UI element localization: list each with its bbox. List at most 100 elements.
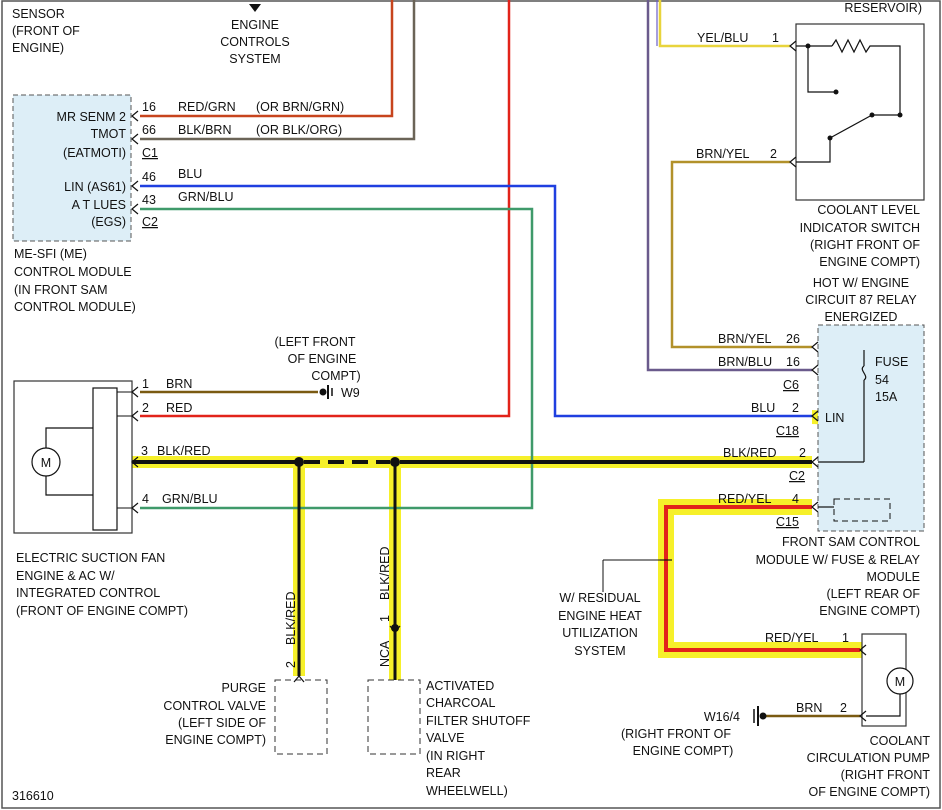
residual-2: ENGINE HEAT (558, 609, 642, 623)
w16-loc-2: ENGINE COMPT) (633, 744, 734, 758)
sam-wire: BLK/RED (723, 446, 777, 460)
wire-color-label: RED/GRN (178, 100, 236, 114)
wire-grn-blu (140, 207, 534, 510)
switch-wire-1: YEL/BLU (697, 31, 748, 45)
me-pin-label: (EGS) (91, 215, 126, 229)
fan-motor-letter: M (41, 456, 51, 470)
charcoal-wire-label: BLK/RED (378, 547, 392, 601)
fan-wire: BRN (166, 377, 192, 391)
purge-wire-label: BLK/RED (284, 592, 298, 646)
me-pin-label: A T LUES (72, 198, 126, 212)
sam-name-3: MODULE (867, 570, 920, 584)
pump-name-4: OF ENGINE COMPT) (808, 785, 930, 799)
splice-charcoal (390, 457, 400, 467)
w9-loc-3: COMPT) (311, 369, 360, 383)
sam-connector: C15 (776, 515, 799, 529)
lin-label: LIN (825, 411, 844, 425)
w9-loc-1: (LEFT FRONT (274, 335, 355, 349)
me-pin-num: 43 (142, 193, 156, 207)
pump-pin-2: 2 (840, 701, 847, 715)
diagram-id: 316610 (12, 789, 54, 803)
switch-name-2: INDICATOR SWITCH (800, 221, 920, 235)
pump-wire-1: RED/YEL (765, 631, 819, 645)
pump-pin-1: 1 (842, 631, 849, 645)
sensor-label-1: SENSOR (12, 7, 65, 21)
switch-name-1: COOLANT LEVEL (817, 203, 920, 217)
w16-loc-1: (RIGHT FRONT OF (621, 727, 731, 741)
sam-module-box (817, 324, 925, 532)
sam-name-2: MODULE W/ FUSE & RELAY (756, 553, 921, 567)
fan-motor-lead-b (45, 476, 93, 496)
wire-red (140, 0, 511, 418)
wire-yel-blu (658, 0, 790, 48)
charcoal-pin-num: 1 (378, 615, 392, 622)
fan-name-2: ENGINE & AC W/ (16, 569, 115, 583)
coolant-switch-box (795, 23, 925, 201)
fan-pin-num: 4 (142, 492, 149, 506)
purge-name-4: ENGINE COMPT) (165, 733, 266, 747)
arrow-down-icon (249, 4, 261, 12)
residual-1: W/ RESIDUAL (559, 591, 640, 605)
fan-wire: BLK/RED (157, 444, 211, 458)
sam-pin: 4 (792, 492, 799, 506)
sam-pin: 2 (799, 446, 806, 460)
charcoal-name-3: FILTER SHUTOFF (426, 714, 531, 728)
me-module-name-3: (IN FRONT SAM (14, 283, 108, 297)
me-pin-num: 66 (142, 123, 156, 137)
pump-name-2: CIRCULATION PUMP (807, 751, 930, 765)
fan-motor-lead-a (45, 427, 93, 448)
purge-valve-box (274, 679, 328, 755)
me-module-box (12, 94, 132, 242)
wire-blu (140, 184, 812, 418)
me-module-connectors (131, 110, 139, 215)
sam-wire: BLU (751, 401, 775, 415)
charcoal-name-2: CHARCOAL (426, 696, 496, 710)
fuse-rating: 15A (875, 390, 898, 404)
purge-name-1: PURGE (222, 681, 266, 695)
sam-wire: BRN/BLU (718, 355, 772, 369)
switch-wire-2: BRN/YEL (696, 147, 750, 161)
switch-name-3: (RIGHT FRONT OF (810, 238, 920, 252)
residual-3: UTILIZATION (562, 626, 637, 640)
me-pin-label: MR SENM 2 (57, 110, 127, 124)
wire-brn-yel (670, 160, 812, 349)
fan-wire: GRN/BLU (162, 492, 218, 506)
residual-4: SYSTEM (574, 644, 625, 658)
ground-w9-icon (319, 385, 333, 399)
me-pin-label: (EATMOTI) (63, 146, 126, 160)
pump-name-1: COOLANT (870, 734, 931, 748)
fan-control-block (92, 387, 118, 531)
sam-pin: 16 (786, 355, 800, 369)
wire-color-label: GRN/BLU (178, 190, 234, 204)
pump-motor-letter: M (895, 675, 905, 689)
me-pin-label: TMOT (91, 127, 127, 141)
switch-pin-2: 2 (770, 147, 777, 161)
sam-name-1: FRONT SAM CONTROL (782, 535, 920, 549)
wire-alt-label: (OR BLK/ORG) (256, 123, 342, 137)
me-module-name-4: CONTROL MODULE) (14, 300, 136, 314)
fan-name-1: ELECTRIC SUCTION FAN (16, 551, 165, 565)
engine-controls-1: ENGINE (231, 18, 279, 32)
sensor-label-3: ENGINE) (12, 41, 64, 55)
charcoal-name-5: (IN RIGHT (426, 749, 485, 763)
charcoal-connector (389, 625, 401, 633)
me-pin-num: 46 (142, 170, 156, 184)
fan-connectors (117, 386, 139, 514)
fan-wire: RED (166, 401, 192, 415)
w9-loc-2: OF ENGINE (288, 352, 357, 366)
me-connector-id: C2 (142, 215, 158, 229)
wire-alt-label: (OR BRN/GRN) (256, 100, 344, 114)
charcoal-name-1: ACTIVATED (426, 679, 494, 693)
purge-name-3: (LEFT SIDE OF (178, 716, 266, 730)
sam-connector: C6 (783, 378, 799, 392)
splices (294, 457, 400, 632)
pump-wire-2: BRN (796, 701, 822, 715)
hot-note-1: HOT W/ ENGINE (813, 276, 909, 290)
me-module-name-2: CONTROL MODULE (14, 265, 132, 279)
charcoal-valve-box (367, 679, 421, 755)
splice-purge (294, 457, 304, 467)
wire-color-label: BLU (178, 167, 202, 181)
coolant-switch-internals (789, 38, 903, 168)
wire-color-label: BLK/BRN (178, 123, 232, 137)
